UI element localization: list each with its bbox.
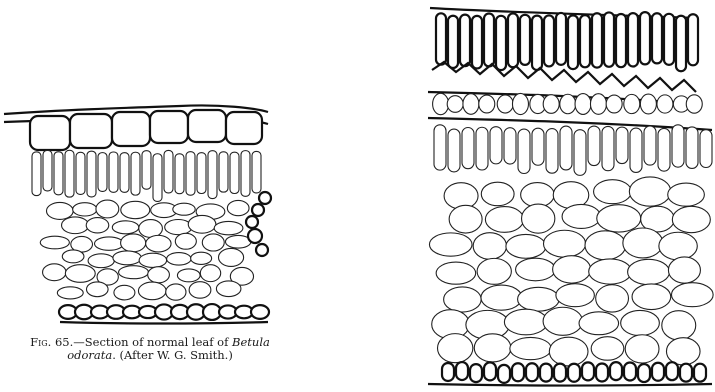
caption-credit: . (After W. G. Smith.) bbox=[112, 348, 233, 362]
vein-cells bbox=[246, 192, 271, 256]
upper-epidermis-cells bbox=[436, 12, 698, 71]
palisade-cells bbox=[32, 150, 261, 201]
leaf-section-illustration-left bbox=[0, 98, 285, 330]
caption-line-2: odorata. (After W. G. Smith.) bbox=[0, 349, 300, 362]
lower-epidermis-cells bbox=[59, 304, 269, 320]
palisade-cells bbox=[434, 125, 712, 176]
mesophyll-cells bbox=[429, 177, 713, 366]
epidermis-zigzag bbox=[432, 62, 696, 92]
spongy-mesophyll-cells bbox=[40, 200, 253, 300]
figure-number: Fig. 65. bbox=[30, 335, 73, 349]
lower-epidermis-cells bbox=[442, 362, 706, 383]
figure-caption: Fig. 65.—Section of normal leaf of Betul… bbox=[0, 336, 300, 362]
lower-cuticle bbox=[428, 384, 712, 386]
leaf-section-illustration-right bbox=[418, 0, 715, 392]
species-genus: Betula bbox=[232, 335, 270, 349]
species-epithet: odorata bbox=[67, 348, 112, 362]
upper-epidermis-cells bbox=[30, 110, 262, 150]
caption-text: —Section of normal leaf of bbox=[73, 335, 232, 349]
hypodermis-cells bbox=[433, 93, 703, 114]
lower-epidermis-outline bbox=[60, 322, 268, 324]
